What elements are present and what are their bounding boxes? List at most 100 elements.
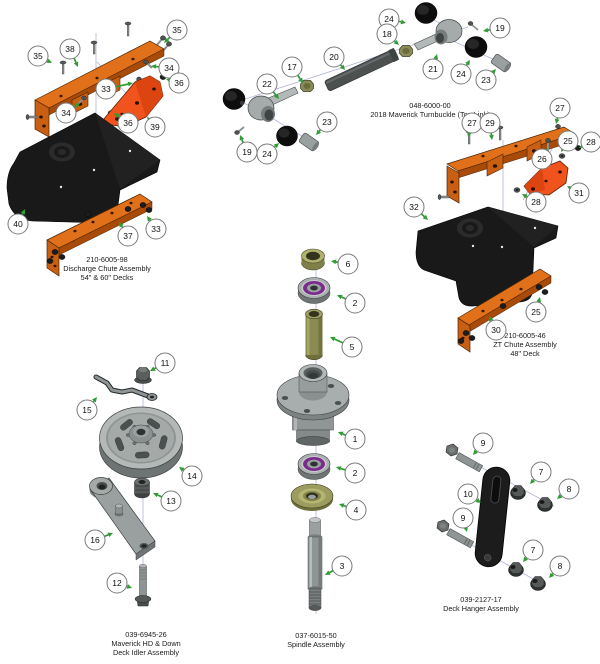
svg-text:26: 26 bbox=[537, 154, 547, 164]
svg-text:6: 6 bbox=[346, 259, 351, 269]
callout-23: 23 bbox=[475, 69, 497, 91]
callout-19: 19 bbox=[483, 17, 511, 39]
label-spindle-name: Spindle Assembly bbox=[287, 640, 345, 649]
svg-text:19: 19 bbox=[495, 23, 505, 33]
svg-text:27: 27 bbox=[555, 103, 565, 113]
svg-text:29: 29 bbox=[485, 118, 495, 128]
callout-18: 18 bbox=[376, 23, 399, 45]
callout-27: 27 bbox=[549, 97, 571, 124]
label-zt-chute-name: ZT Chute Assembly bbox=[493, 340, 557, 349]
callout-5: 5 bbox=[330, 336, 363, 358]
idler-pulley bbox=[99, 406, 183, 479]
spindle-housing bbox=[276, 364, 350, 446]
hex-bolt bbox=[143, 59, 153, 69]
callout-40: 40 bbox=[7, 209, 29, 235]
svg-text:16: 16 bbox=[90, 535, 100, 545]
rod-end bbox=[247, 86, 299, 122]
svg-text:15: 15 bbox=[82, 405, 92, 415]
svg-text:34: 34 bbox=[164, 63, 174, 73]
callout-37: 37 bbox=[117, 222, 139, 247]
svg-text:35: 35 bbox=[172, 25, 182, 35]
callout-17: 17 bbox=[281, 56, 303, 83]
assembly-idler bbox=[89, 367, 183, 607]
callout-8: 8 bbox=[557, 478, 580, 500]
svg-text:19: 19 bbox=[242, 147, 252, 157]
callout-9: 9 bbox=[472, 432, 494, 455]
spacer-ring bbox=[301, 248, 325, 271]
svg-text:38: 38 bbox=[65, 44, 75, 54]
label-hanger-name: Deck Hanger Assembly bbox=[443, 604, 519, 613]
svg-text:35: 35 bbox=[33, 51, 43, 61]
callout-28: 28 bbox=[522, 191, 547, 213]
svg-text:12: 12 bbox=[112, 578, 122, 588]
callout-13: 13 bbox=[153, 490, 182, 512]
hex-bolt bbox=[445, 443, 484, 473]
callout-30: 30 bbox=[485, 316, 507, 341]
svg-text:8: 8 bbox=[558, 561, 563, 571]
svg-text:2: 2 bbox=[353, 298, 358, 308]
svg-text:5: 5 bbox=[350, 342, 355, 352]
callout-19: 19 bbox=[236, 135, 258, 163]
svg-text:10: 10 bbox=[463, 489, 473, 499]
callout-6: 6 bbox=[331, 253, 359, 275]
callout-14: 14 bbox=[179, 465, 203, 487]
svg-text:13: 13 bbox=[166, 496, 176, 506]
callout-7: 7 bbox=[522, 539, 544, 562]
label-zt-chute-pn: 210-6005-46 bbox=[504, 331, 545, 340]
svg-text:24: 24 bbox=[456, 69, 466, 79]
washer bbox=[558, 153, 566, 159]
hex-bolt bbox=[545, 138, 551, 152]
rubber-bushing bbox=[222, 88, 246, 110]
spacer-tube bbox=[305, 308, 323, 361]
hex-bolt bbox=[467, 21, 479, 31]
svg-text:33: 33 bbox=[101, 84, 111, 94]
labels: 210-6005-98 Discharge Chute Assembly 54"… bbox=[63, 101, 557, 657]
hex-nuts bbox=[46, 202, 153, 264]
callout-22: 22 bbox=[256, 73, 279, 99]
svg-text:37: 37 bbox=[123, 231, 133, 241]
svg-text:36: 36 bbox=[123, 118, 133, 128]
callout-39: 39 bbox=[144, 116, 166, 138]
label-zt-chute-deck: 48" Deck bbox=[510, 349, 540, 358]
svg-text:28: 28 bbox=[531, 197, 541, 207]
callout-33: 33 bbox=[95, 78, 133, 100]
assembly-discharge-chute bbox=[6, 21, 172, 277]
svg-text:39: 39 bbox=[150, 122, 160, 132]
label-idler-pn: 039-6945-26 bbox=[125, 630, 166, 639]
svg-text:9: 9 bbox=[461, 513, 466, 523]
label-spindle-pn: 037-6015-50 bbox=[295, 631, 336, 640]
jam-nut bbox=[300, 80, 314, 92]
carriage-bolt bbox=[155, 35, 166, 47]
flange-lock-nut bbox=[530, 576, 546, 591]
svg-text:25: 25 bbox=[563, 136, 573, 146]
flat-head-screw bbox=[59, 60, 67, 75]
spacer-bushing bbox=[134, 477, 150, 499]
svg-text:9: 9 bbox=[481, 438, 486, 448]
flat-head-screw bbox=[124, 21, 132, 37]
bad-boy-logo bbox=[457, 218, 483, 238]
label-turnbuckle-pn: 048-6000-00 bbox=[409, 101, 450, 110]
svg-text:40: 40 bbox=[13, 219, 23, 229]
flat-head-screw bbox=[437, 194, 450, 200]
callout-36: 36 bbox=[166, 72, 190, 94]
svg-text:8: 8 bbox=[567, 484, 572, 494]
rubber-bushing bbox=[276, 125, 298, 147]
callout-15: 15 bbox=[76, 397, 98, 421]
callout-34: 34 bbox=[151, 57, 180, 79]
svg-text:14: 14 bbox=[187, 471, 197, 481]
callout-27: 27 bbox=[461, 112, 483, 137]
idler-spring-rod bbox=[93, 374, 158, 401]
chute-gusset-plate bbox=[523, 160, 569, 196]
rubber-bushing bbox=[464, 36, 488, 58]
callout-35: 35 bbox=[164, 19, 188, 43]
bearing bbox=[297, 277, 331, 304]
bearing bbox=[297, 453, 331, 480]
spindle-shaft bbox=[307, 517, 323, 611]
svg-text:1: 1 bbox=[353, 434, 358, 444]
svg-text:7: 7 bbox=[539, 467, 544, 477]
callout-32: 32 bbox=[403, 196, 428, 220]
svg-text:2: 2 bbox=[353, 468, 358, 478]
flat-head-screw bbox=[25, 114, 38, 120]
svg-text:17: 17 bbox=[287, 62, 297, 72]
